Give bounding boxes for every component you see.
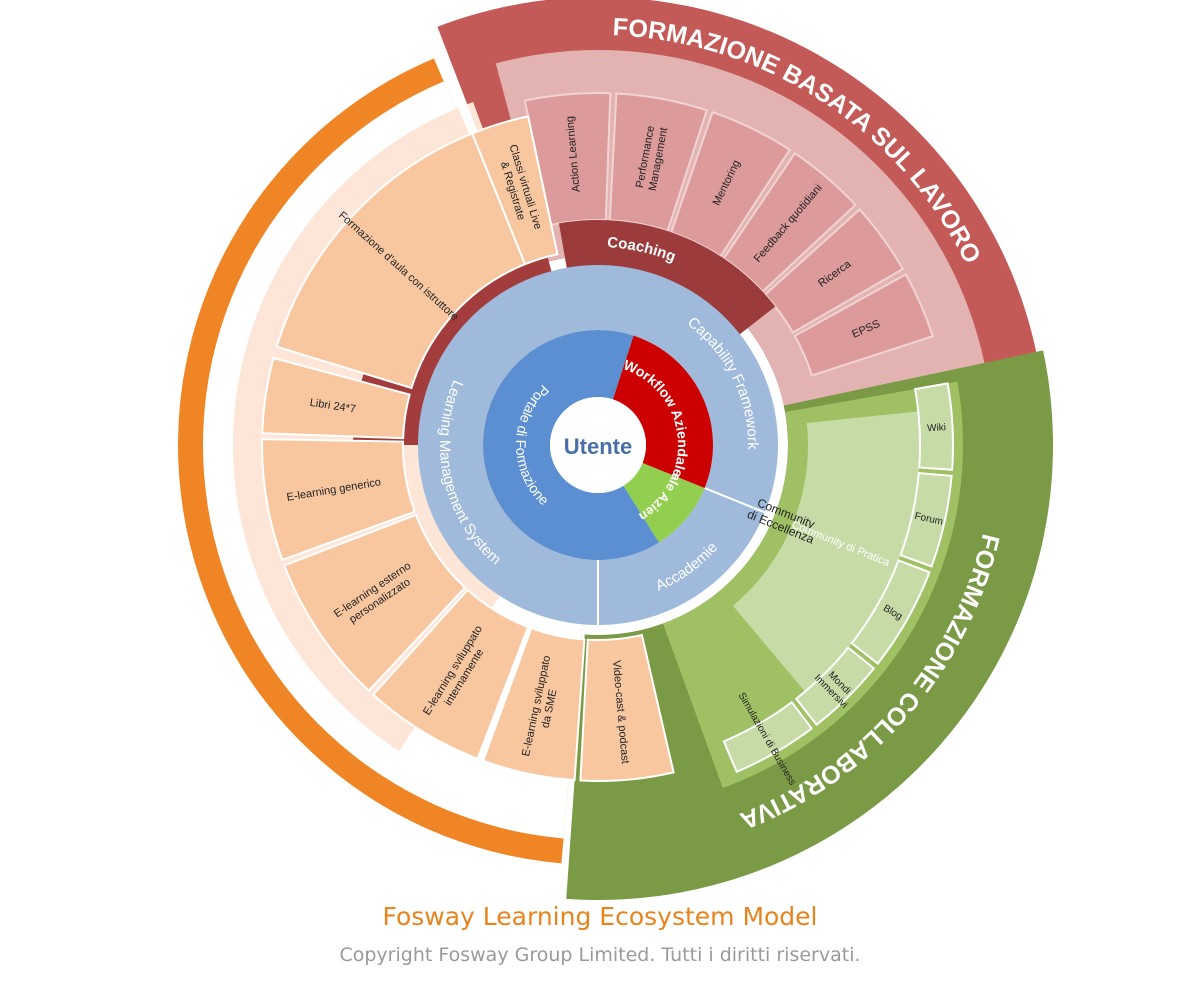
formal-item-tile (261, 438, 417, 562)
collab-item-label: Wiki (927, 422, 946, 434)
diagram-title: Fosway Learning Ecosystem Model (382, 902, 818, 931)
middle-ring (417, 265, 778, 625)
collab-light-band (732, 411, 920, 692)
formal-item-tile (283, 513, 467, 693)
center-label: Utente (564, 434, 632, 459)
collab-item-tile (794, 646, 876, 727)
portale-formazione-segment (482, 330, 659, 560)
collab-item-tile (899, 471, 953, 568)
formal-item-tile (275, 132, 527, 390)
formal-item-tile (371, 588, 530, 760)
collab-item-tile (850, 559, 931, 665)
work-item-tile (793, 272, 935, 377)
collab-item-tile (722, 700, 814, 774)
formal-item-tile (470, 115, 559, 266)
formal-item-tile (261, 356, 411, 440)
formal-item-tile (481, 626, 586, 782)
portale-aziendale-segment (623, 462, 705, 543)
formal-item-tile (579, 633, 675, 782)
workflow-segment (612, 335, 713, 489)
copyright-notice: Copyright Fosway Group Limited. Tutti i … (339, 944, 861, 966)
center-circle (550, 397, 646, 493)
collab-item-tile (913, 382, 954, 471)
